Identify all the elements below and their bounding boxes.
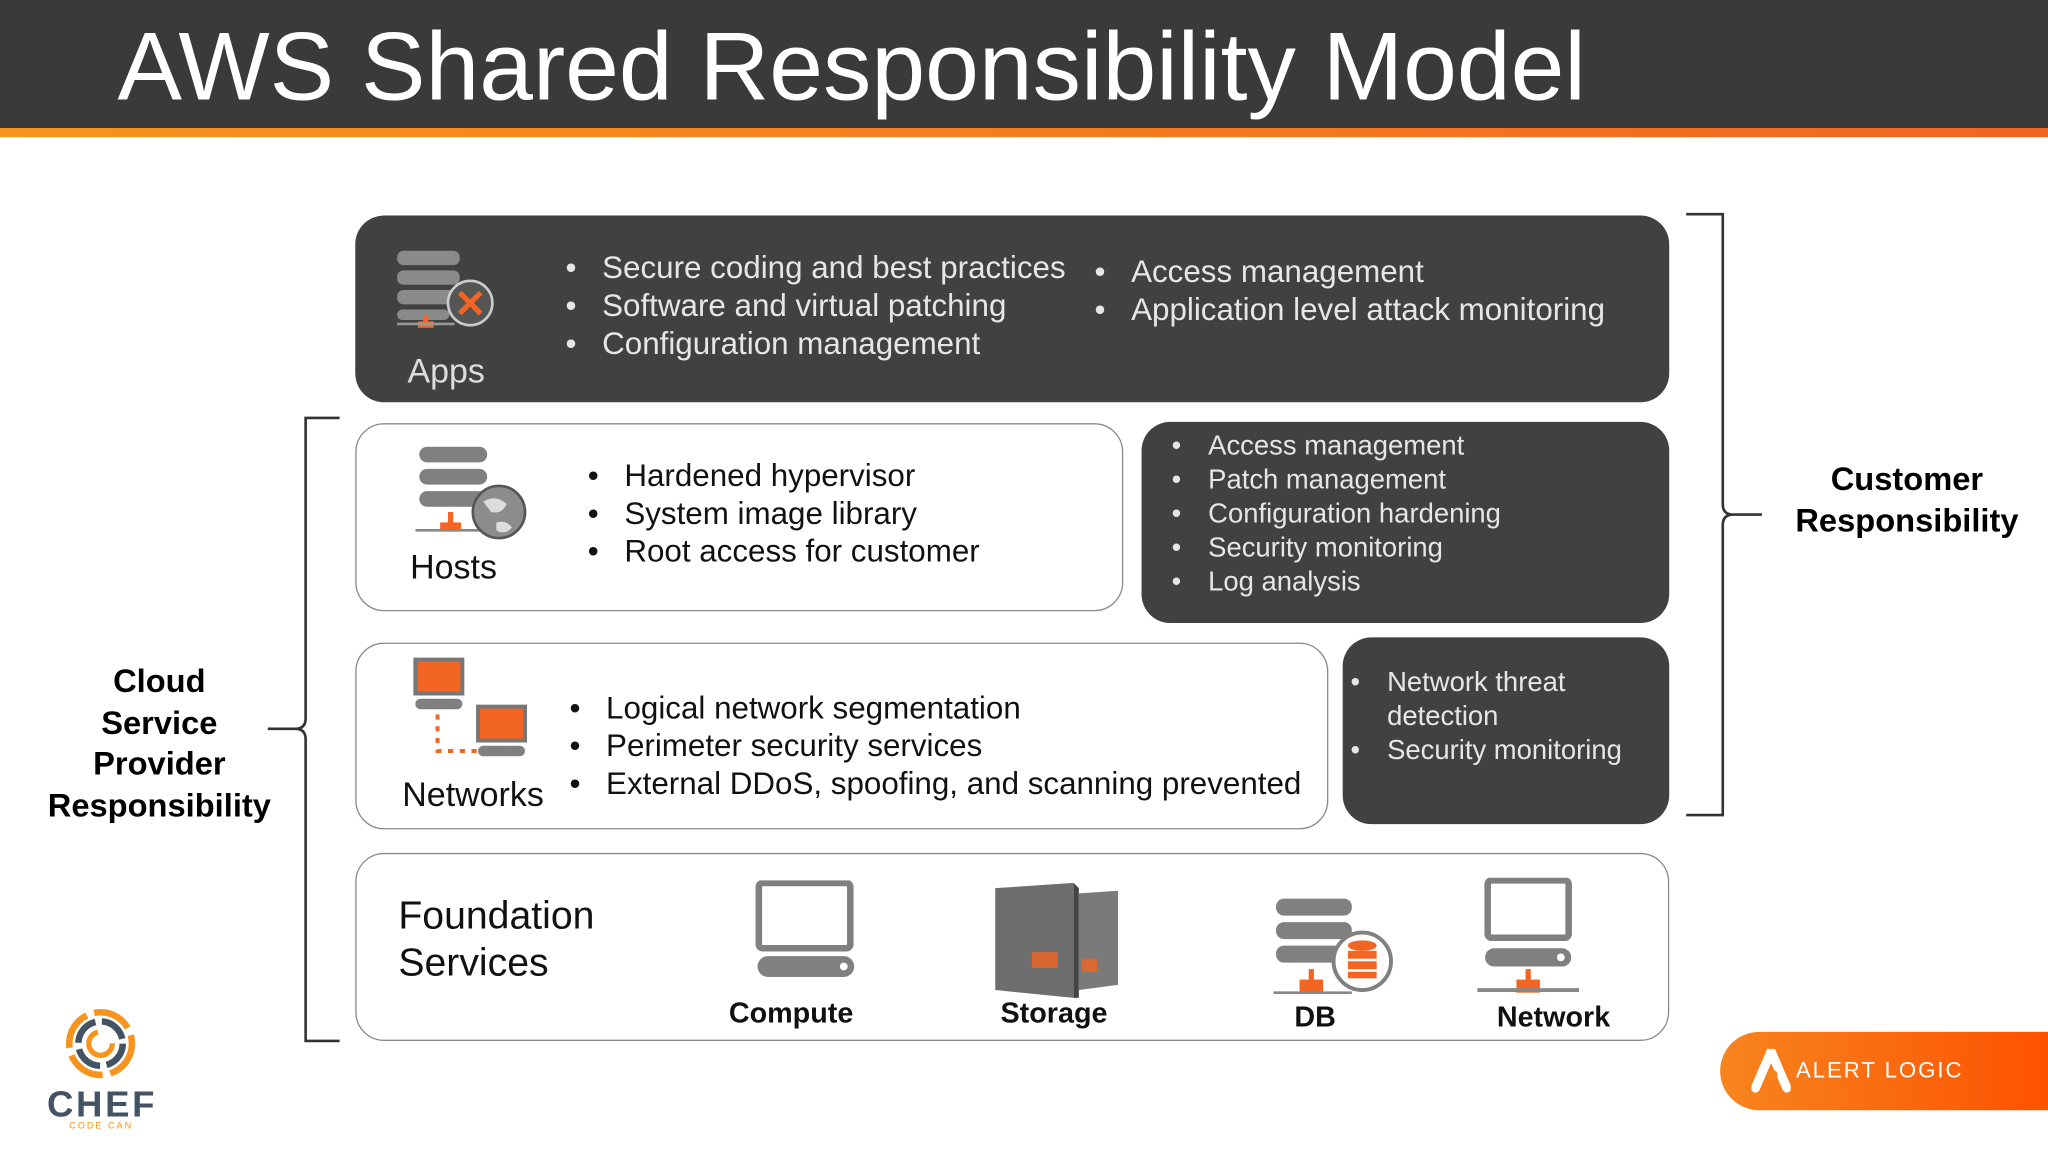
list-item: Root access for customer xyxy=(588,533,980,571)
provider-bracket xyxy=(267,416,340,1043)
list-item: Application level attack monitoring xyxy=(1095,291,1605,329)
database-icon xyxy=(1273,898,1393,994)
hosts-provider-list: Hardened hypervisor System image library… xyxy=(588,457,980,571)
hosts-customer-list: Access management Patch management Confi… xyxy=(1172,430,1501,600)
list-item: Network threat detection xyxy=(1351,666,1596,734)
network-server-icon xyxy=(1477,877,1580,993)
apps-list-2: Access management Application level atta… xyxy=(1095,253,1605,329)
accent-stripe xyxy=(0,127,2048,138)
chef-tagline: CODE CAN xyxy=(69,1121,134,1132)
server-tools-icon xyxy=(397,250,494,328)
network-label: Network xyxy=(1496,1000,1611,1034)
db-label: DB xyxy=(1294,1000,1336,1034)
list-item: System image library xyxy=(588,495,979,533)
list-item: Security monitoring xyxy=(1172,532,1501,566)
list-item: Configuration hardening xyxy=(1172,498,1501,532)
list-item: Logical network segmentation xyxy=(569,690,1301,728)
apps-label: Apps xyxy=(407,351,485,391)
list-item: Security monitoring xyxy=(1351,734,1622,768)
networks-label: Networks xyxy=(402,774,544,814)
chef-logo-icon xyxy=(65,1008,136,1079)
list-item: Software and virtual patching xyxy=(566,287,1066,325)
list-item: Perimeter security services xyxy=(569,728,1301,766)
hosts-layer: Hosts Hardened hypervisor System image l… xyxy=(355,423,1124,612)
compute-label: Compute xyxy=(728,996,854,1030)
alert-logic-logo: ALERT LOGIC xyxy=(1720,1031,2048,1111)
list-item: Hardened hypervisor xyxy=(588,457,979,495)
chef-logo-text: CHEF xyxy=(47,1084,158,1125)
alert-logic-text: ALERT LOGIC xyxy=(1795,1057,1964,1083)
header-bar xyxy=(0,0,2048,130)
list-item: Access management xyxy=(1172,430,1501,464)
list-item: Access management xyxy=(1095,253,1605,291)
alert-logic-icon xyxy=(1751,1048,1791,1093)
page-title: AWS Shared Responsibility Model xyxy=(117,11,1586,121)
compute-icon xyxy=(755,880,855,977)
hosts-label: Hosts xyxy=(410,547,497,587)
hosts-customer-box: Access management Patch management Confi… xyxy=(1141,421,1670,624)
list-item: Secure coding and best practices xyxy=(566,249,1066,287)
list-item: Patch management xyxy=(1172,464,1501,498)
storage-label: Storage xyxy=(1000,996,1108,1030)
apps-list-1: Secure coding and best practices Softwar… xyxy=(566,249,1066,363)
network-computers-icon xyxy=(413,657,528,757)
server-globe-icon xyxy=(415,446,527,540)
list-item: External DDoS, spoofing, and scanning pr… xyxy=(569,765,1301,803)
storage-icon xyxy=(995,882,1119,998)
customer-bracket xyxy=(1686,212,1762,817)
networks-customer-list: Network threat detection Security monito… xyxy=(1351,666,1622,768)
apps-layer: Apps Secure coding and best practices So… xyxy=(355,215,1670,403)
networks-customer-box: Network threat detection Security monito… xyxy=(1342,637,1670,825)
list-item: Log analysis xyxy=(1172,566,1501,600)
networks-provider-list: Logical network segmentation Perimeter s… xyxy=(569,690,1301,804)
list-item: Configuration management xyxy=(566,325,1066,363)
networks-layer: Networks Logical network segmentation Pe… xyxy=(355,642,1329,830)
